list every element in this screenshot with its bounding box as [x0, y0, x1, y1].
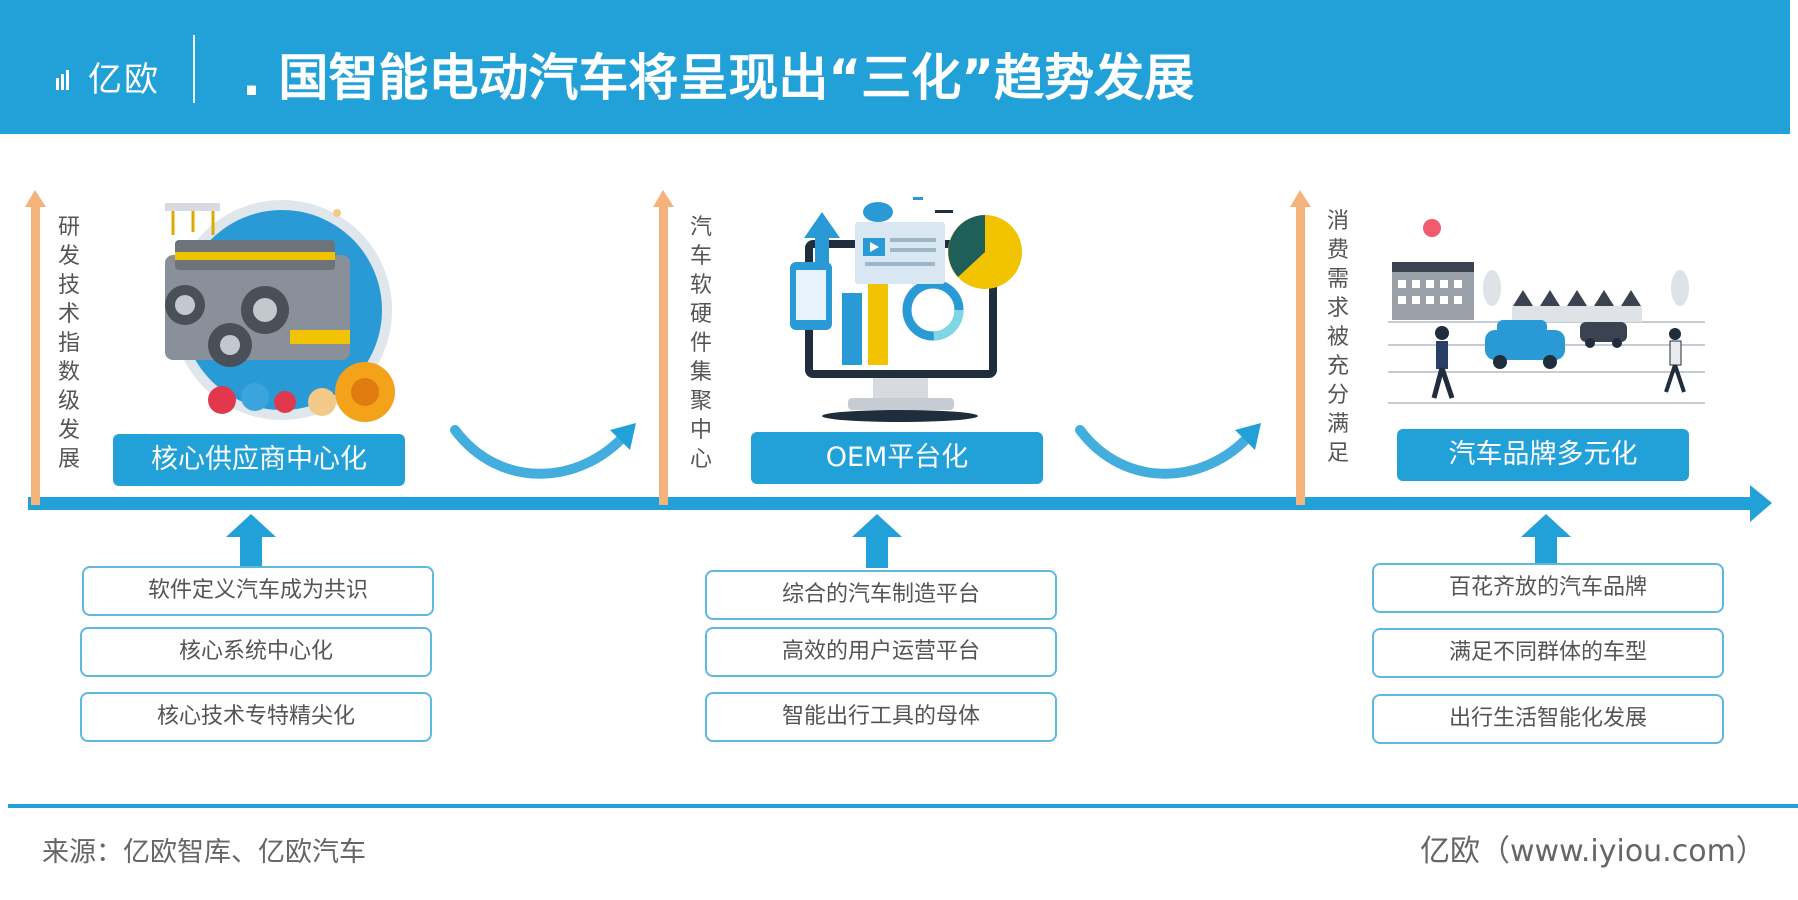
axis-label-stage-2: 汽车软硬件集聚中心: [689, 215, 712, 472]
curve-arrow-1: [450, 423, 636, 479]
stage-1-item: 核心系统中心化: [80, 627, 432, 677]
stage-title-3: 汽车品牌多元化: [1397, 429, 1689, 481]
stage-title-2: OEM平台化: [751, 432, 1043, 484]
stage-title-2-text: OEM平台化: [825, 442, 969, 473]
source-note: 来源：亿欧智库、亿欧汽车: [42, 837, 366, 868]
stage-3-item: 出行生活智能化发展: [1372, 694, 1724, 744]
vertical-arrow-3: [1290, 190, 1311, 505]
page-title: . 国智能电动汽车将呈现出“三化”趋势发展: [242, 49, 1195, 107]
stage-2-item: 智能出行工具的母体: [705, 692, 1057, 742]
stage-title-1-text: 核心供应商中心化: [151, 444, 367, 475]
curve-arrow-2: [1075, 423, 1261, 479]
stage-1-item: 核心技术专特精尖化: [80, 692, 432, 742]
up-arrow-3: [1521, 514, 1571, 568]
up-arrow-2: [852, 514, 902, 568]
dashboard-illustration: [790, 197, 1022, 422]
stage-2-item: 综合的汽车制造平台: [705, 570, 1057, 620]
header-banner: 亿欧 . 国智能电动汽车将呈现出“三化”趋势发展: [0, 0, 1790, 134]
stage-title-1: 核心供应商中心化: [113, 434, 405, 486]
stage-title-3-text: 汽车品牌多元化: [1448, 439, 1638, 470]
axis-label-stage-1: 研发技术指数级发展: [57, 215, 80, 472]
footer-divider: [8, 804, 1798, 808]
header-divider: [193, 35, 195, 103]
brand-logo: 亿欧: [88, 60, 160, 100]
brand-credit: 亿欧（www.iyiou.com）: [1420, 834, 1766, 869]
engine-illustration: [165, 200, 395, 422]
stage-3-item: 满足不同群体的车型: [1372, 628, 1724, 678]
up-arrow-1: [226, 514, 276, 568]
timeline-axis: [28, 497, 1756, 510]
vertical-arrow-1: [25, 190, 46, 505]
stage-3-item: 百花齐放的汽车品牌: [1372, 563, 1724, 613]
logo-bars-icon: [56, 70, 69, 90]
axis-label-stage-3: 消费需求被充分满足: [1326, 209, 1349, 466]
vertical-arrow-2: [653, 190, 674, 505]
stage-1-item: 软件定义汽车成为共识: [82, 566, 434, 616]
stage-2-item: 高效的用户运营平台: [705, 627, 1057, 677]
timeline-arrowhead: [1750, 485, 1772, 522]
street-illustration: [1388, 219, 1705, 404]
